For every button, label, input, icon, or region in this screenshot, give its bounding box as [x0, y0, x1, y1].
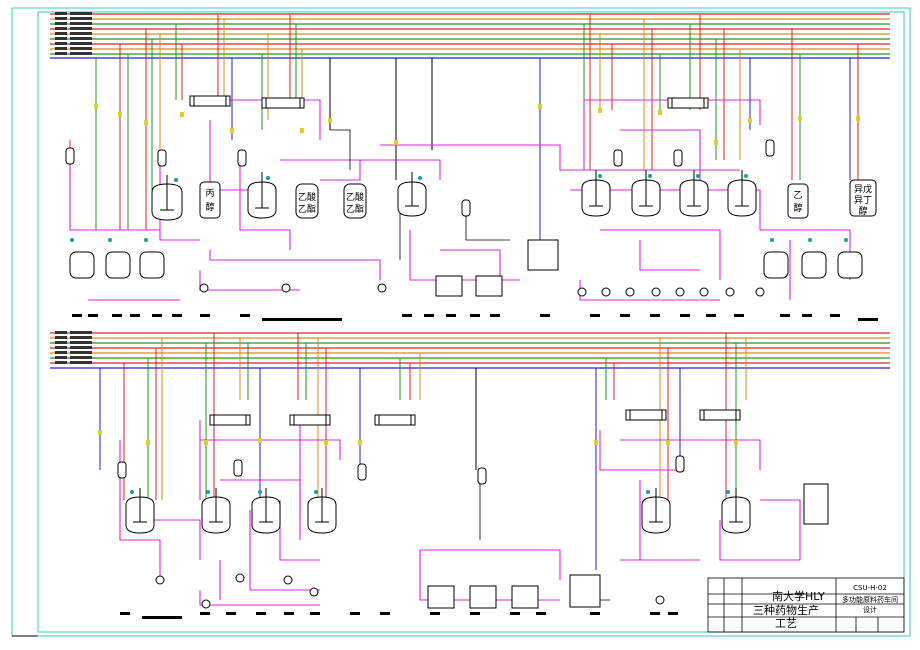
ethanol-label-1: 乙	[793, 190, 802, 201]
dryer-bottom	[569, 574, 601, 608]
title-drawing-line2: 工艺	[775, 617, 797, 630]
reactor-11	[307, 488, 337, 534]
tank-labels: 丙 醇 乙酸 乙酯 乙酸 乙酯 乙 醇 异戊 异丁 醇	[205, 183, 872, 217]
reactor-7	[727, 170, 757, 217]
stream-tags-top	[72, 314, 878, 321]
reactor-5	[631, 170, 661, 217]
ethyl-a-label-2: 乙酯	[298, 204, 316, 215]
labeled-tanks	[199, 179, 877, 219]
ethyl-tank-b	[343, 183, 367, 219]
process-lines-bottom	[119, 420, 801, 606]
outer-frame	[11, 7, 911, 637]
dryer-top	[527, 239, 559, 271]
title-drawing-number: CSU-H-02	[853, 584, 887, 592]
title-university: 南大学HLY	[772, 589, 825, 603]
reactors	[125, 170, 757, 534]
header-line-tags-mid	[55, 331, 92, 364]
isobutanol-tank	[849, 179, 877, 217]
reactor-8	[125, 488, 155, 534]
reactor-9	[201, 488, 231, 534]
reactor-4	[581, 170, 611, 217]
reactor-3	[397, 172, 427, 217]
packing-machine	[803, 483, 829, 525]
reactor-12	[641, 488, 671, 534]
heat-exchanger-2	[261, 97, 305, 109]
header-line-tags-top	[55, 12, 92, 55]
heat-exchanger-6	[374, 414, 416, 426]
small-vessels	[65, 139, 775, 485]
propanol-tank	[199, 181, 221, 219]
valves	[94, 104, 860, 445]
ethyl-b-label-1: 乙酸	[346, 192, 364, 203]
propanol-label-2: 醇	[205, 201, 214, 213]
isobutanol-label-1: 异戊	[854, 183, 872, 195]
heat-exchanger-4	[209, 414, 251, 426]
reactor-6	[679, 170, 709, 217]
isobutanol-label-2: 异丁	[854, 195, 872, 206]
instruments	[70, 174, 848, 494]
ethyl-a-label-1: 乙酸	[298, 192, 316, 203]
ethanol-tank	[787, 183, 809, 219]
title-block	[707, 577, 905, 633]
black-lines	[330, 129, 610, 601]
title-drawing-line1: 三种药物生产	[753, 603, 819, 617]
reactor-2	[247, 172, 277, 219]
heat-exchangers	[189, 95, 741, 426]
propanol-label-1: 丙	[205, 188, 214, 199]
isobutanol-label-3: 醇	[858, 205, 867, 217]
ethyl-b-label-2: 乙酯	[346, 204, 364, 215]
stream-tags-bottom	[120, 612, 678, 619]
reactor-13	[721, 488, 751, 534]
heat-exchanger-5	[289, 414, 331, 426]
inner-frame	[37, 11, 905, 633]
heat-exchanger-8	[699, 409, 741, 421]
heat-exchanger-7	[625, 409, 667, 421]
ethanol-label-2: 醇	[793, 202, 802, 214]
utility-drops-top	[95, 14, 859, 250]
storage-tanks-row	[69, 251, 863, 279]
reactor-10	[251, 488, 281, 534]
reactor-1	[151, 175, 183, 221]
title-project-line2: 设计	[863, 605, 877, 614]
title-project-line1: 多功能原料药车间	[842, 595, 898, 604]
utility-drops-bottom	[99, 333, 747, 570]
heat-exchanger-1	[189, 95, 231, 107]
header-utility-lines-top	[50, 13, 890, 59]
header-utility-lines-mid	[50, 332, 890, 369]
pumps	[155, 283, 765, 609]
centrifuges	[427, 239, 829, 609]
ethyl-tank-a	[295, 183, 319, 219]
heat-exchanger-3	[667, 97, 709, 109]
